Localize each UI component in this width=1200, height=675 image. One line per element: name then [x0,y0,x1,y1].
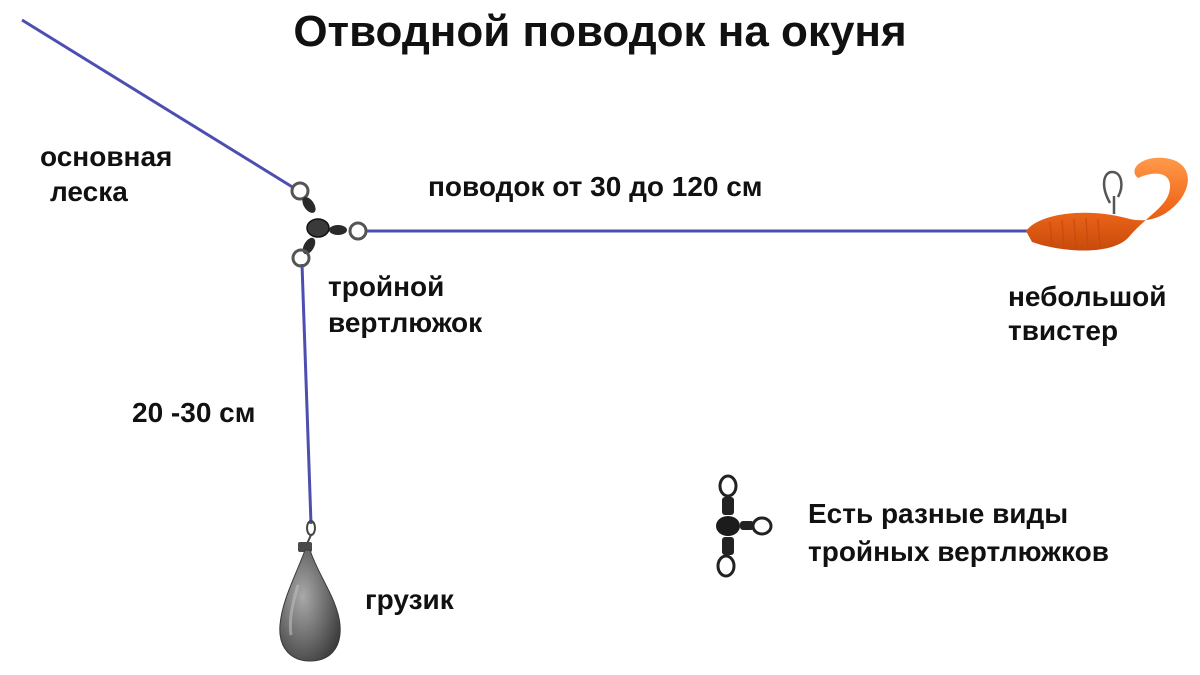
note-line2: тройных вертлюжков [808,536,1109,567]
page-title: Отводной поводок на окуня [293,7,907,56]
main-line-label-line1: основная [40,141,173,172]
sinker-icon [279,542,341,662]
triple-swivel-label-line2: вертлюжок [328,307,483,338]
sinker-line [300,263,313,525]
twister-label-line1: небольшой [1008,281,1167,312]
main-line-label-line2: леска [50,176,128,207]
sinker-label: грузик [365,584,454,615]
note-line1: Есть разные виды [808,498,1069,529]
main-line [21,18,295,190]
leader-length-label: поводок от 30 до 120 см [428,171,763,202]
twister-icon [1026,157,1188,251]
triple-swivel-example-icon [716,474,773,578]
sinker-length-label: 20 -30 см [132,397,256,428]
triple-swivel-icon [290,181,368,268]
twister-label-line2: твистер [1008,315,1119,346]
triple-swivel-label-line1: тройной [328,271,445,302]
